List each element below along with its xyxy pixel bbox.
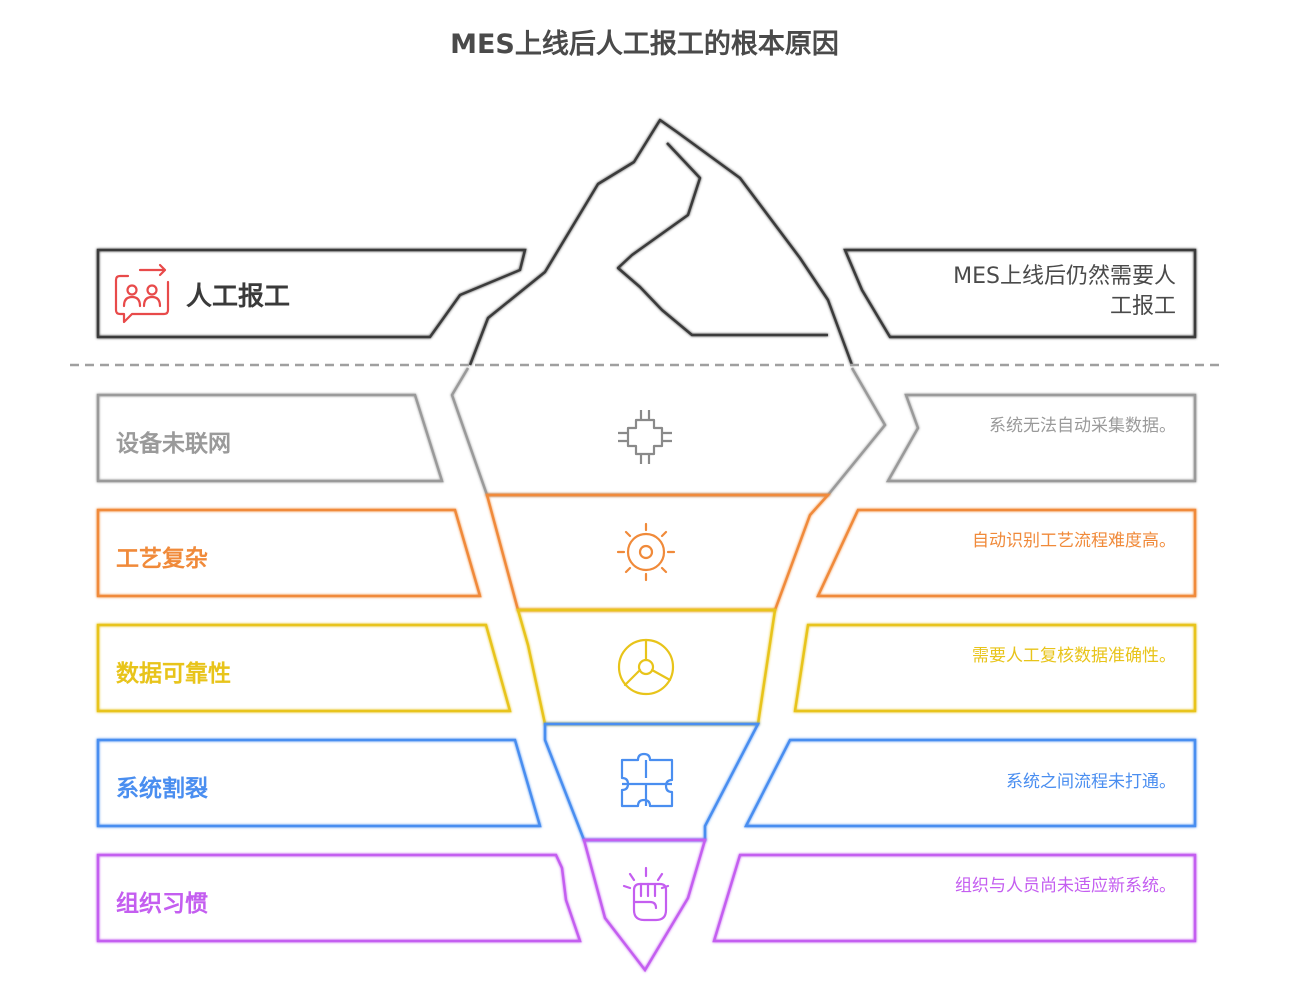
cause-label-2: 工艺复杂 — [116, 546, 208, 572]
iceberg-segment-5 — [582, 838, 707, 973]
page-title: MES上线后人工报工的根本原因 — [450, 29, 839, 60]
cause-label-4: 系统割裂 — [116, 776, 208, 802]
right-box-4 — [743, 738, 1197, 828]
left-box-2 — [96, 508, 482, 598]
iceberg-segment-4 — [543, 722, 761, 842]
cause-label-1: 设备未联网 — [116, 431, 231, 457]
iceberg-segment-1 — [450, 367, 887, 497]
cause-label-5: 组织习惯 — [116, 891, 208, 917]
fist-icon — [622, 866, 670, 922]
left-box-5 — [96, 853, 582, 943]
right-box-3 — [793, 623, 1197, 713]
left-box-4 — [96, 738, 542, 828]
gear-sun-icon — [616, 522, 676, 582]
people-exchange-icon — [114, 263, 170, 324]
cause-description-4: 系统之间流程未打通。 — [1006, 772, 1176, 792]
cause-description-2: 自动识别工艺流程难度高。 — [972, 531, 1176, 551]
right-box-5 — [712, 853, 1197, 943]
cause-description-3: 需要人工复核数据准确性。 — [972, 646, 1176, 666]
right-box-2 — [816, 508, 1197, 598]
left-box-3 — [96, 623, 512, 713]
cause-description-1: 系统无法自动采集数据。 — [989, 416, 1176, 436]
top-left-label: 人工报工 — [186, 282, 291, 312]
top-right-text: MES上线后仍然需要人工报工 — [953, 264, 1176, 319]
top-left-banner — [96, 248, 527, 339]
iceberg-segment-3 — [516, 608, 777, 726]
right-box-1 — [885, 393, 1197, 483]
left-box-1 — [96, 393, 444, 483]
top-right-banner — [843, 248, 1197, 339]
network-chip-icon — [618, 410, 672, 464]
cause-label-3: 数据可靠性 — [116, 661, 231, 687]
cause-description-5: 组织与人员尚未适应新系统。 — [955, 876, 1176, 896]
iceberg-tip — [468, 118, 854, 366]
iceberg-segment-2 — [485, 493, 831, 612]
puzzle-icon — [620, 752, 674, 808]
pie-chart-icon — [617, 638, 675, 696]
